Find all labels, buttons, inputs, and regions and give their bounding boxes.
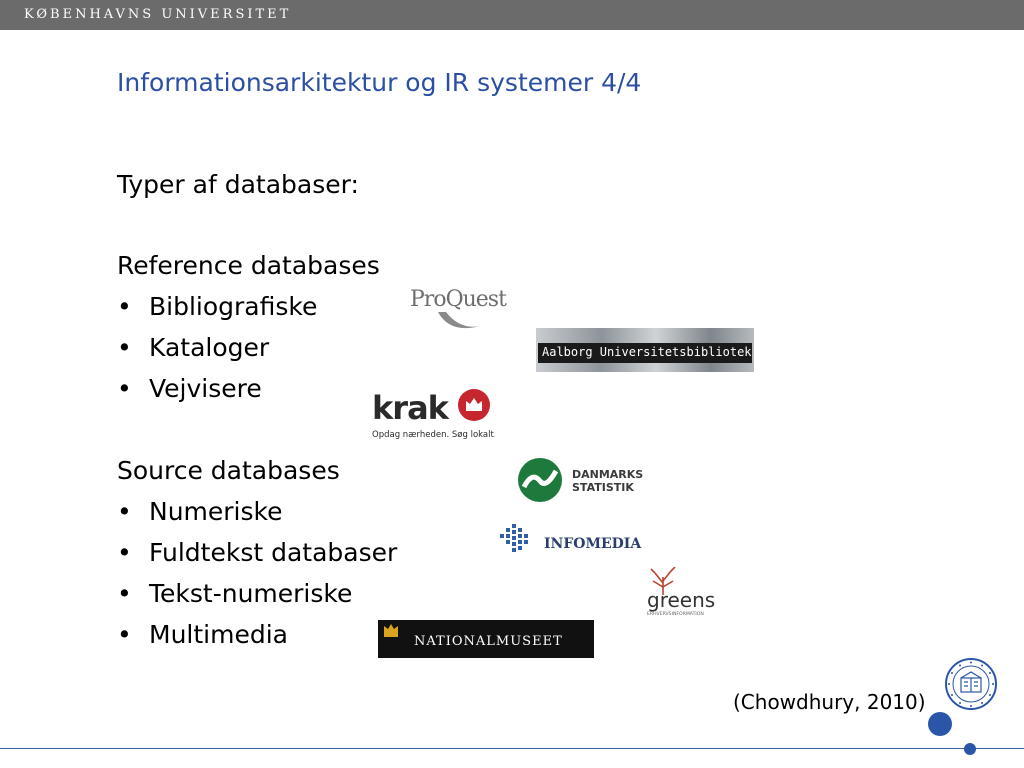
- aalborg-library-logo: Aalborg Universitetsbibliotek: [536, 328, 754, 372]
- bullet: •: [117, 333, 132, 362]
- citation: (Chowdhury, 2010): [733, 690, 926, 714]
- source-heading: Source databases: [117, 456, 340, 485]
- list-item: • Fuldtekst databaser: [117, 538, 397, 567]
- bullet: •: [117, 497, 132, 526]
- list-item-label: Vejvisere: [149, 374, 262, 403]
- svg-text:NATIONALMUSEET: NATIONALMUSEET: [414, 634, 563, 649]
- list-item-label: Multimedia: [149, 620, 288, 649]
- decorative-dot-small: [964, 743, 976, 755]
- bullet: •: [117, 620, 132, 649]
- greens-logo: greens ERHVERVSINFORMATION: [645, 566, 737, 617]
- slide-title: Informationsarkitektur og IR systemer 4/…: [117, 68, 642, 97]
- infomedia-logo: INFOMEDIA: [500, 524, 645, 558]
- intro-text: Typer af databaser:: [117, 170, 359, 199]
- svg-text:krak: krak: [372, 389, 450, 427]
- bullet: •: [117, 538, 132, 567]
- list-item: • Bibliografiske: [117, 292, 317, 321]
- list-item-label: Tekst-numeriske: [149, 579, 353, 608]
- svg-text:ERHVERVSINFORMATION: ERHVERVSINFORMATION: [647, 611, 704, 617]
- list-item: • Kataloger: [117, 333, 269, 362]
- svg-text:ProQuest: ProQuest: [410, 287, 507, 312]
- reference-heading: Reference databases: [117, 251, 380, 280]
- footer-line: [0, 748, 1024, 749]
- svg-text:INFOMEDIA: INFOMEDIA: [544, 536, 642, 552]
- decorative-dot-large: [928, 712, 952, 736]
- proquest-logo: ProQuest: [410, 282, 515, 330]
- list-item-label: Numeriske: [149, 497, 283, 526]
- university-seal-icon: [945, 658, 997, 710]
- svg-text:STATISTIK: STATISTIK: [572, 481, 634, 494]
- list-item-label: Bibliografiske: [149, 292, 318, 321]
- list-item: • Tekst-numeriske: [117, 579, 352, 608]
- krak-logo: krak Opdag nærheden. Søg lokalt.: [370, 385, 497, 441]
- svg-text:greens: greens: [647, 588, 715, 612]
- list-item-label: Fuldtekst databaser: [149, 538, 398, 567]
- institution-name: KØBENHAVNS UNIVERSITET: [24, 7, 292, 22]
- list-item-label: Kataloger: [149, 333, 270, 362]
- svg-text:DANMARKS: DANMARKS: [572, 468, 643, 481]
- bullet: •: [117, 374, 132, 403]
- list-item: • Numeriske: [117, 497, 283, 526]
- bullet: •: [117, 292, 132, 321]
- svg-text:Opdag nærheden. Søg lokalt.: Opdag nærheden. Søg lokalt.: [372, 430, 495, 440]
- header-bar: KØBENHAVNS UNIVERSITET: [0, 0, 1024, 30]
- list-item: • Vejvisere: [117, 374, 262, 403]
- bullet: •: [117, 579, 132, 608]
- list-item: • Multimedia: [117, 620, 288, 649]
- nationalmuseet-logo: NATIONALMUSEET: [378, 620, 594, 658]
- danmarks-statistik-logo: DANMARKS STATISTIK: [518, 457, 653, 505]
